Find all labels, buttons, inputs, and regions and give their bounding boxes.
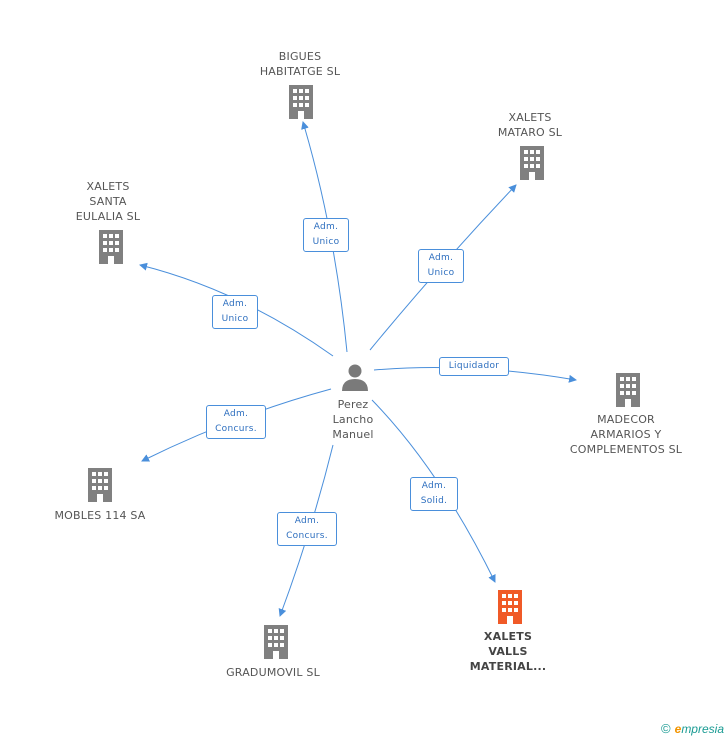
person-name-line: Perez (337, 398, 369, 411)
footer-brand[interactable]: ©empresia (661, 721, 724, 736)
person-name-line: Manuel (332, 428, 374, 441)
company-label-gradumovil[interactable]: GRADUMOVIL SL (226, 666, 320, 679)
building-icon-highlight[interactable] (496, 590, 524, 624)
building-icon[interactable] (86, 468, 114, 502)
edge-label-madecor: Liquidador (439, 357, 509, 376)
person-name-line: Lancho (332, 413, 374, 426)
edge-label-mobles: Adm. Concurs. (206, 405, 266, 439)
person-icon[interactable] (340, 362, 370, 392)
edge-label-bigues: Adm. Unico (303, 218, 349, 252)
company-label-bigues[interactable]: BIGUES HABITATGE SL (259, 50, 341, 78)
building-icon[interactable] (262, 625, 290, 659)
company-label-madecor[interactable]: MADECOR ARMARIOS Y COMPLEMENTOS SL (569, 413, 683, 456)
company-label-xalets-valls[interactable]: XALETS VALLS MATERIAL... (469, 630, 547, 673)
edge-label-xalets-santa: Adm. Unico (212, 295, 258, 329)
building-icon[interactable] (97, 230, 125, 264)
building-icon[interactable] (614, 373, 642, 407)
person-name[interactable]: Perez Lancho Manuel (318, 397, 388, 442)
copyright-icon: © (661, 721, 671, 736)
brand-logo-initial: e (674, 722, 682, 736)
company-label-xalets-santa[interactable]: XALETS SANTA EULALIA SL (75, 180, 141, 223)
company-label-xalets-mataro[interactable]: XALETS MATARO SL (497, 111, 563, 139)
edge-label-gradumovil: Adm. Concurs. (277, 512, 337, 546)
edge-label-xalets-mataro: Adm. Unico (418, 249, 464, 283)
building-icon[interactable] (287, 85, 315, 119)
brand-logo-text: mpresia (681, 722, 724, 736)
company-label-mobles[interactable]: MOBLES 114 SA (54, 509, 146, 522)
edge-label-xalets-valls: Adm. Solid. (410, 477, 458, 511)
building-icon[interactable] (518, 146, 546, 180)
